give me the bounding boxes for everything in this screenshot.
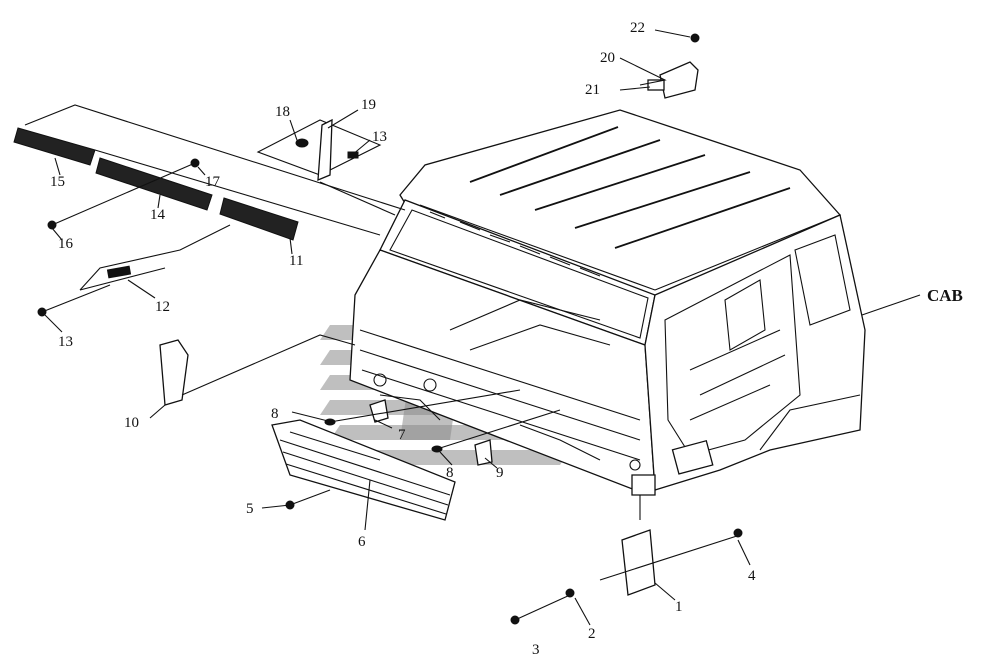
- callout-19: 19: [361, 97, 376, 113]
- leader-lines: [44, 29, 921, 626]
- callout-18: 18: [275, 104, 290, 120]
- part-20-hinge: [647, 33, 700, 99]
- callout-4: 4: [748, 568, 756, 584]
- callout-7: 7: [398, 427, 406, 443]
- part-11-trim-strip: [219, 197, 299, 241]
- callout-6: 6: [358, 534, 366, 550]
- callout-8b: 8: [446, 465, 454, 481]
- part-2-3-bolts: [510, 588, 575, 625]
- callout-21: 21: [585, 82, 600, 98]
- cab-body: [349, 109, 866, 496]
- callout-8a: 8: [271, 406, 279, 422]
- callout-9: 9: [496, 465, 504, 481]
- callout-5: 5: [246, 501, 254, 517]
- part-12-plate: [79, 224, 231, 291]
- part-7-bracket: [324, 389, 561, 466]
- callout-13a: 13: [58, 334, 73, 350]
- callout-13b: 13: [372, 129, 387, 145]
- part-15-trim-strip: [13, 127, 96, 166]
- callout-12: 12: [155, 299, 170, 315]
- callout-22: 22: [630, 20, 645, 36]
- callout-15: 15: [50, 174, 65, 190]
- callout-14: 14: [150, 207, 166, 223]
- part-6-front-panel: [271, 419, 456, 521]
- callout-3: 3: [532, 642, 540, 658]
- part-14-trim-strip: [95, 157, 213, 211]
- part-1-lower-cover: [599, 495, 743, 596]
- callout-1: 1: [675, 599, 683, 615]
- callout-16: 16: [58, 236, 74, 252]
- assembly-label: CAB: [927, 286, 963, 305]
- callout-10: 10: [124, 415, 139, 431]
- callout-20: 20: [600, 50, 615, 66]
- callout-2: 2: [588, 626, 596, 642]
- part-5-bolt: [285, 489, 331, 510]
- part-19-bracket: [256, 118, 396, 216]
- callout-11: 11: [289, 253, 303, 269]
- part-10-pillar-cover: [159, 334, 356, 406]
- callout-17: 17: [205, 174, 221, 190]
